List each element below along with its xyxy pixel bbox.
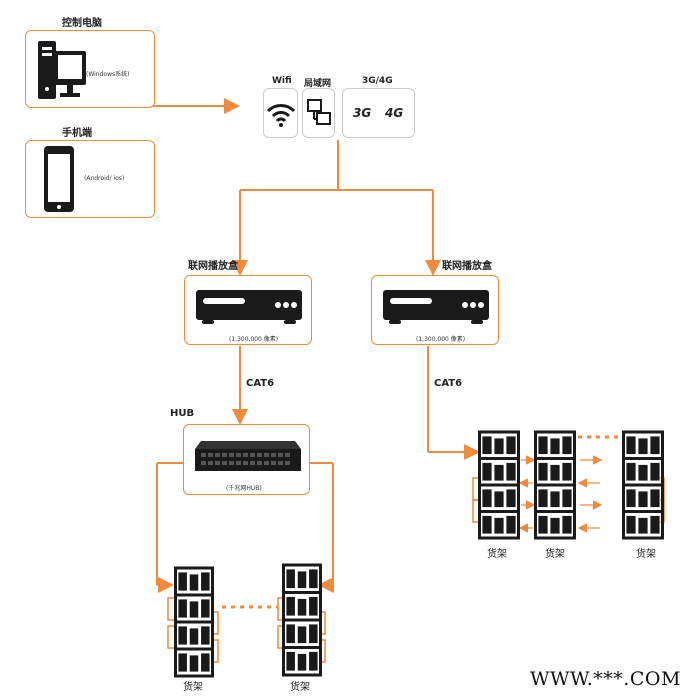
shelf-rack-left-a (174, 566, 214, 678)
set-top-box-icon (196, 290, 302, 324)
pc-label: 控制电脑 (62, 18, 102, 29)
left-cable-label: CAT6 (246, 378, 275, 389)
phone-label: 手机端 (62, 128, 92, 139)
hub-caption: (千兆网HUB) (226, 485, 262, 492)
wifi-label: Wifi (272, 76, 292, 86)
network-computers-icon (307, 99, 331, 125)
wifi-icon (266, 104, 296, 127)
shelf-label-right-c: 货架 (636, 549, 656, 560)
pc-os-caption: (Windows系统) (86, 71, 130, 78)
shelf-rack-right-c (622, 430, 664, 540)
phone-box: (Android/ ios) (25, 140, 155, 218)
shelf-rack-right-a (478, 430, 520, 540)
lan-box (302, 88, 335, 138)
lan-label: 局域网 (304, 79, 332, 89)
right-player-label: 联网播放盒 (442, 261, 492, 272)
left-player-label: 联网播放盒 (188, 261, 238, 272)
shelf-label-left-b: 货架 (290, 682, 310, 693)
network-switch-icon (195, 441, 301, 471)
smartphone-icon (44, 146, 74, 212)
right-cable-label: CAT6 (434, 378, 463, 389)
right-player-box: (1,300,000 像素) (371, 275, 499, 345)
shelf-label-right-a: 货架 (487, 549, 507, 560)
right-player-caption: (1,300,000 像素) (416, 336, 466, 343)
wifi-box (263, 88, 298, 138)
pc-box: (Windows系统) (25, 30, 155, 108)
shelf-rack-right-b (534, 430, 576, 540)
left-player-box: (1,300,000 像素) (184, 275, 312, 345)
shelf-label-right-b: 货架 (545, 549, 565, 560)
cell-label: 3G/4G (362, 76, 393, 86)
set-top-box-icon (383, 290, 489, 324)
shelf-label-left-a: 货架 (183, 682, 203, 693)
watermark-text: WWW.***.COM (530, 668, 681, 690)
cellular-box: 3G 4G (342, 88, 415, 138)
desktop-computer-icon (38, 41, 86, 99)
shelf-rack-left-b (282, 563, 322, 677)
left-player-caption: (1,300,000 像素) (229, 336, 279, 343)
cellular-3g-icon: 3G (353, 106, 372, 120)
hub-box: (千兆网HUB) (183, 424, 310, 495)
hub-label: HUB (170, 408, 195, 419)
cellular-4g-icon: 4G (385, 106, 404, 120)
phone-os-caption: (Android/ ios) (84, 175, 125, 182)
